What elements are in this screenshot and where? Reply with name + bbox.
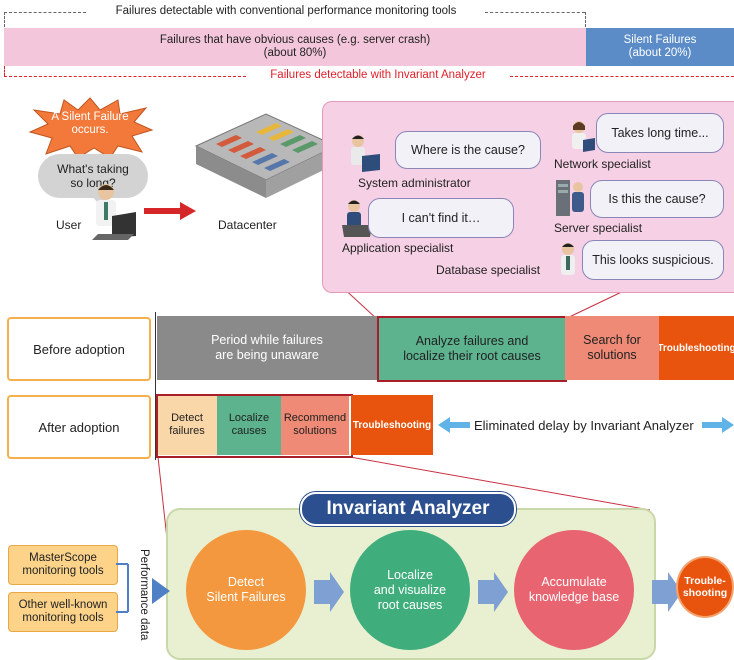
search-solutions-segment: Search for solutions [565,316,659,380]
invariant-analyzer-title: Invariant Analyzer [300,492,516,526]
conventional-detection-label: Failures detectable with conventional pe… [115,5,457,17]
network-specialist-icon [572,121,595,152]
localize-circle-line2: and visualize [373,582,447,597]
datacenter-label: Datacenter [218,218,277,232]
localize-circle-line3: root causes [377,597,443,612]
sysadmin-role-label: System administrator [358,176,471,190]
obvious-failures-band: Failures that have obvious causes (e.g. … [4,28,586,66]
masterscope-line1: MasterScope [29,552,97,564]
burst-icon [28,97,154,159]
unaware-period-segment: Period while failures are being unaware [157,316,377,380]
app-speech-bubble: I can't find it… [368,198,514,238]
chevron-right-icon [652,572,682,612]
user-bubble-line1: What's taking [57,162,129,176]
before-troubleshooting-segment: Troubleshooting [659,316,734,380]
before-adoption-label: Before adoption [7,317,151,381]
server-specialist-icon [556,180,584,216]
localize-circle-line1: Localize [387,567,433,582]
trouble-circle-line1: Trouble- [684,575,726,587]
detect-line1: Detect [171,412,203,424]
search-line2: solutions [587,348,637,362]
burst-text-line1: A Silent Failure [51,111,129,123]
sysadmin-speech-bubble: Where is the cause? [395,131,541,169]
masterscope-tools-box: MasterScope monitoring tools [8,545,118,585]
network-role-label: Network specialist [554,157,651,171]
analyze-localize-segment: Analyze failures and localize their root… [377,316,567,382]
detect-circle-line2: Silent Failures [206,590,286,604]
trouble-circle-line2: shooting [682,587,728,599]
red-arrow-icon [144,202,196,220]
localize-causes-segment: Localize causes [217,395,281,455]
detect-failures-segment: Detect failures [157,395,217,455]
after-troubleshooting-segment: Troubleshooting [351,395,433,455]
accumulate-knowledge-circle: Accumulate knowledge base [514,530,634,650]
database-specialist-icon [561,243,575,275]
eliminated-delay-label: Eliminated delay by Invariant Analyzer [474,418,694,433]
server-role-label: Server specialist [554,221,643,235]
localize-line2: causes [231,425,267,437]
masterscope-line2: monitoring tools [22,565,104,577]
performance-data-label: Performance data [138,549,150,641]
unaware-line1: Period while failures [211,333,323,347]
obvious-failures-text: Failures that have obvious causes (e.g. … [159,34,431,46]
search-line1: Search for [583,333,641,347]
analyze-line1: Analyze failures and [415,334,529,348]
analyze-line2: localize their root causes [403,349,541,363]
detect-silent-failures-circle: Detect Silent Failures [186,530,306,650]
tools-connector-lines [116,563,129,613]
chevron-right-icon [152,578,170,604]
chevron-right-icon [314,572,344,612]
recommend-solutions-segment: Recommend solutions [281,395,349,455]
chevron-right-icon [478,572,508,612]
recommend-line2: solutions [293,425,337,437]
other-tools-line2: monitoring tools [22,612,104,624]
db-speech-bubble: This looks suspicious. [582,240,724,280]
recommend-line1: Recommend [283,412,347,424]
server-speech-bubble: Is this the cause? [590,180,724,218]
timeline-origin-line [155,312,156,460]
localize-line1: Localize [228,412,270,424]
burst-text-line2: occurs. [71,124,109,136]
arrow-right-icon [702,417,734,433]
detect-line2: failures [169,425,205,437]
user-label: User [56,218,82,232]
obvious-failures-share: (about 80%) [263,47,327,59]
other-tools-line1: Other well-known [18,599,108,611]
unaware-line2: are being unaware [215,348,319,362]
application-specialist-icon [342,200,372,237]
accumulate-line1: Accumulate [541,575,607,589]
network-speech-bubble: Takes long time... [596,113,724,153]
invariant-detection-label: Failures detectable with Invariant Analy… [270,69,486,81]
invariant-steps-outline [156,394,353,458]
silent-failures-share: (about 20%) [628,47,692,59]
system-administrator-icon [351,135,380,172]
other-tools-box: Other well-known monitoring tools [8,592,118,632]
accumulate-line2: knowledge base [528,590,620,604]
silent-failures-band: Silent Failures (about 20%) [586,28,734,66]
detect-circle-line1: Detect [227,575,265,589]
localize-visualize-circle: Localize and visualize root causes [350,530,470,650]
user-at-laptop-icon [92,184,136,240]
arrow-left-icon [438,417,470,433]
silent-failure-burst: A Silent Failure occurs. [26,96,154,160]
app-role-label: Application specialist [342,241,454,255]
troubleshooting-circle: Trouble- shooting [676,556,734,618]
silent-failures-text: Silent Failures [623,34,697,46]
db-role-label: Database specialist [436,263,541,277]
after-adoption-label: After adoption [7,395,151,459]
